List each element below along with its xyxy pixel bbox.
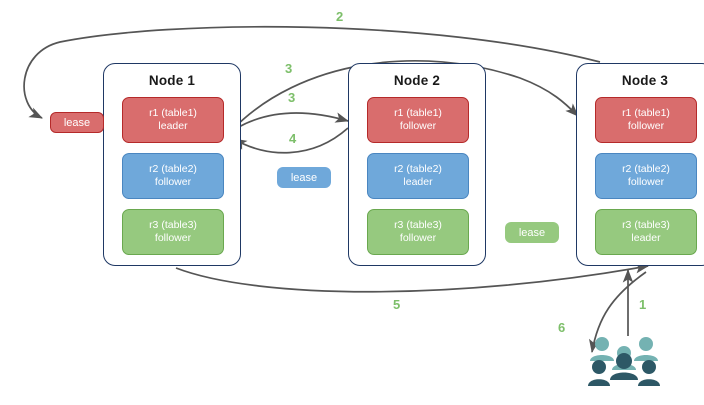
- node-title-node-1: Node 1: [148, 73, 196, 88]
- step-label-2: 2: [336, 9, 344, 24]
- step-label-5: 5: [393, 297, 401, 312]
- lease-badge-node-1[interactable]: lease: [50, 112, 104, 133]
- replica-role-node3-r2: follower: [627, 176, 665, 188]
- users-group-icon: [588, 337, 660, 386]
- step-label-3-upper: 3: [285, 61, 293, 76]
- replica-name-node1-r1: r1 (table1): [149, 107, 197, 119]
- step-label-1: 1: [639, 297, 647, 312]
- arrow-step-2: [23, 25, 601, 119]
- replica-chip-node2-r1[interactable]: r1 (table1) follower: [367, 97, 469, 143]
- lease-badge-node-3[interactable]: lease: [505, 222, 559, 243]
- replica-name-node3-r3: r3 (table3): [622, 219, 670, 231]
- node-card-node-3[interactable]: Node 3 r1 (table1) follower r2 (table2) …: [576, 63, 704, 266]
- replica-chip-node3-r2[interactable]: r2 (table2) follower: [595, 153, 697, 199]
- step-label-4: 4: [289, 131, 297, 146]
- arrow-step-6: [589, 271, 647, 354]
- replica-name-node2-r2: r2 (table2): [394, 163, 442, 175]
- replica-name-node2-r3: r3 (table3): [394, 219, 442, 231]
- replica-role-node3-r1: follower: [627, 120, 665, 132]
- replica-role-node1-r1: leader: [158, 120, 188, 132]
- replica-role-node1-r2: follower: [154, 176, 192, 188]
- replica-name-node3-r1: r1 (table1): [622, 107, 670, 119]
- replica-chip-node3-r3[interactable]: r3 (table3) leader: [595, 209, 697, 255]
- replica-name-node3-r2: r2 (table2): [622, 163, 670, 175]
- node-title-node-2: Node 2: [393, 73, 441, 88]
- arrow-step-3-to-node2: [231, 112, 349, 132]
- replica-chip-node2-r3[interactable]: r3 (table3) follower: [367, 209, 469, 255]
- replica-name-node1-r3: r3 (table3): [149, 219, 197, 231]
- replica-role-node2-r1: follower: [399, 120, 437, 132]
- replica-name-node1-r2: r2 (table2): [149, 163, 197, 175]
- replica-name-node2-r1: r1 (table1): [394, 107, 442, 119]
- node-title-node-3: Node 3: [621, 73, 669, 88]
- arrow-step-4: [233, 127, 349, 154]
- replica-role-node2-r2: leader: [403, 176, 433, 188]
- step-label-3-lower: 3: [288, 90, 296, 105]
- replica-chip-node1-r3[interactable]: r3 (table3) follower: [122, 209, 224, 255]
- step-label-6: 6: [558, 320, 566, 335]
- replica-chip-node3-r1[interactable]: r1 (table1) follower: [595, 97, 697, 143]
- replica-role-node3-r3: leader: [631, 232, 661, 244]
- replica-chip-node1-r1[interactable]: r1 (table1) leader: [122, 97, 224, 143]
- replica-chip-node2-r2[interactable]: r2 (table2) leader: [367, 153, 469, 199]
- replica-role-node1-r3: follower: [154, 232, 192, 244]
- lease-badge-node-2[interactable]: lease: [277, 167, 331, 188]
- node-card-node-2[interactable]: Node 2 r1 (table1) follower r2 (table2) …: [348, 63, 486, 266]
- arrow-step-5: [175, 263, 650, 293]
- node-card-node-1[interactable]: Node 1 r1 (table1) leader r2 (table2) fo…: [103, 63, 241, 266]
- replica-chip-node1-r2[interactable]: r2 (table2) follower: [122, 153, 224, 199]
- replica-role-node2-r3: follower: [399, 232, 437, 244]
